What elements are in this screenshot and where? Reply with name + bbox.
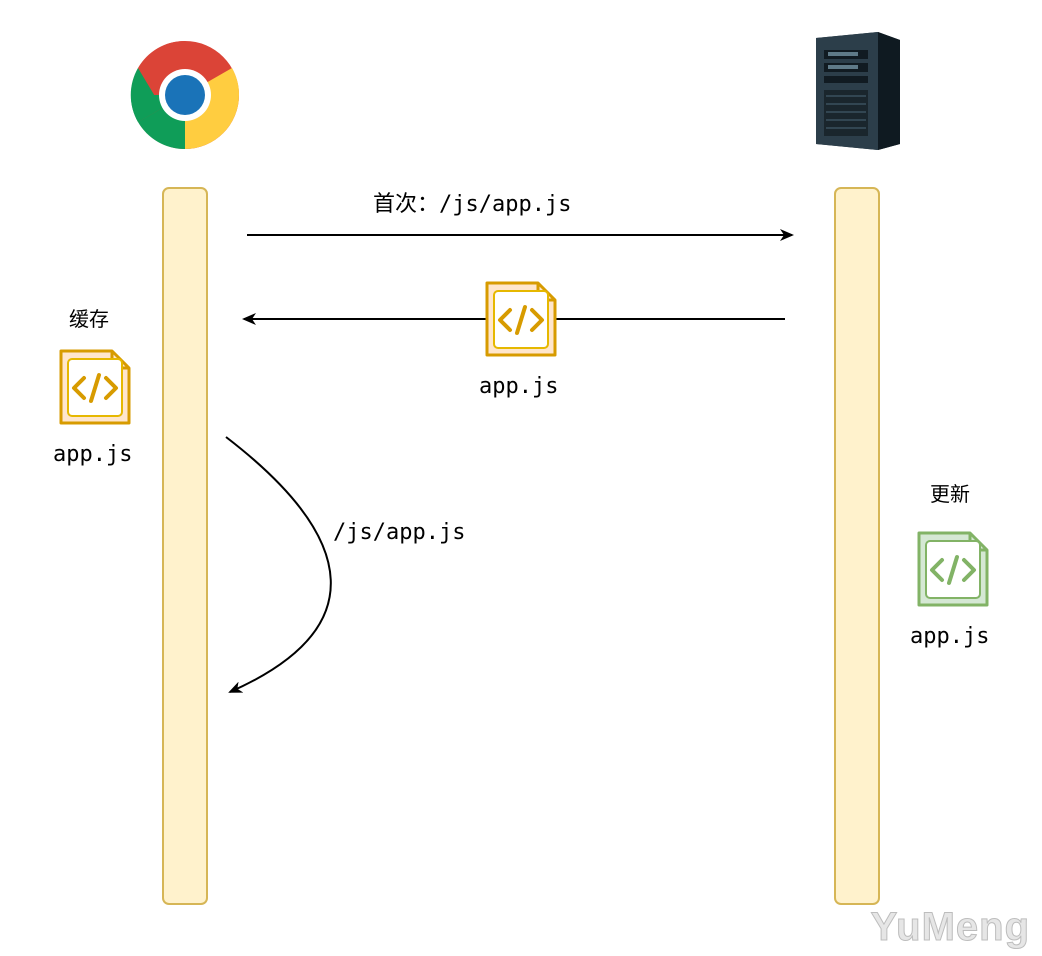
watermark: YuMeng (870, 905, 1030, 950)
request-label: 首次：/js/app.js (373, 186, 571, 218)
cache-title: 缓存 (69, 307, 109, 331)
code-file-icon (59, 349, 131, 425)
cache-hit-arrow (225, 436, 332, 693)
update-file-label: app.js (910, 624, 990, 649)
cached-request-label: /js/app.js (333, 520, 466, 545)
request-label-text: 首次：/js/app.js (373, 192, 572, 217)
update-title: 更新 (930, 482, 970, 506)
response-file-label: app.js (479, 374, 559, 399)
code-file-icon (917, 531, 989, 607)
server-tower-icon (816, 32, 900, 150)
cache-file-label: app.js (53, 442, 133, 467)
server-lifeline (834, 187, 880, 905)
chrome-icon (130, 40, 240, 150)
browser-lifeline (162, 187, 208, 905)
code-file-icon (485, 281, 557, 357)
